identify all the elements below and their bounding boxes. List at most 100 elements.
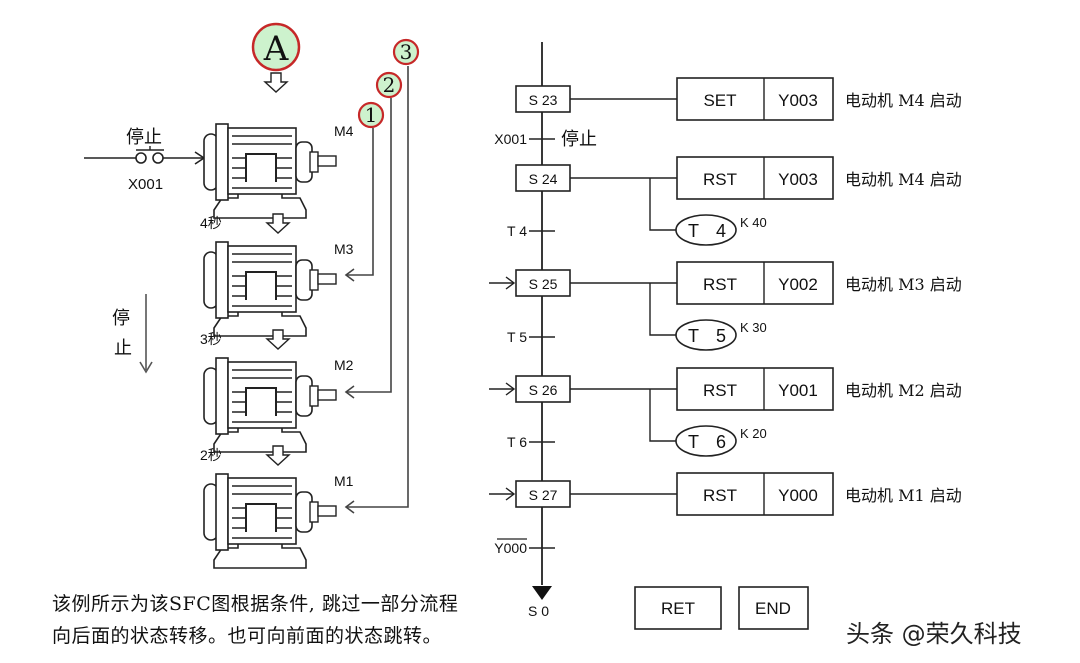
action-instruction: RST: [703, 381, 737, 400]
action-instruction: RST: [703, 275, 737, 294]
timer-coil: [675, 425, 737, 457]
step-id: S 27: [529, 487, 558, 503]
timer-number: 4: [716, 221, 726, 241]
ret-label: RET: [661, 599, 695, 618]
action-instruction: RST: [703, 170, 737, 189]
motor-m2: M2 3秒: [200, 329, 354, 453]
timer-name: T: [688, 432, 699, 452]
action-operand: Y002: [778, 275, 818, 294]
motor-icon: [203, 357, 337, 453]
stop-direction-char-2: 止: [114, 338, 132, 359]
motor-label: M2: [334, 357, 354, 373]
down-arrow-icon: [264, 72, 288, 93]
badge-a: A: [251, 22, 301, 72]
motor-icon: [203, 241, 337, 337]
sfc-transition: T 6: [507, 434, 555, 450]
sfc-step-s23: S 23 SET Y003 电动机 M4 启动: [515, 77, 962, 121]
transition-condition: X001: [494, 131, 527, 147]
transition-condition: Y000: [494, 540, 527, 556]
motor-delay-label: 4秒: [200, 215, 222, 231]
motor-label: M4: [334, 123, 354, 139]
timer-number: 5: [716, 326, 726, 346]
action-comment: 电动机 M4 启动: [845, 91, 962, 110]
jump-lines: [344, 66, 409, 514]
sfc-transition: T 4: [507, 223, 555, 239]
stop-direction: 停 止: [112, 294, 153, 374]
timer-preset: K 20: [740, 426, 767, 441]
timer-name: T: [688, 221, 699, 241]
step-box: [515, 375, 571, 403]
stop-switch: 停止 X001: [84, 127, 206, 193]
jump-in-arrow-icon: [505, 487, 516, 501]
action-operand: Y001: [778, 381, 818, 400]
stop-switch-label: 停止: [126, 127, 162, 148]
action-comment: 电动机 M3 启动: [845, 275, 962, 294]
jump-marker-3: 3: [392, 38, 420, 66]
end-label: END: [755, 599, 791, 618]
motor-delay-label: 2秒: [200, 447, 222, 463]
action-block: [676, 156, 834, 200]
action-instruction: SET: [703, 91, 736, 110]
end-block: END: [738, 586, 809, 630]
motor-icon: [203, 123, 337, 219]
motor-m3: M3 4秒: [200, 213, 354, 337]
sfc-end-target: S 0: [528, 603, 549, 619]
jump-marker-label: 2: [383, 73, 396, 97]
badge-a-label: A: [263, 29, 289, 69]
action-operand: Y003: [778, 170, 818, 189]
timer-number: 6: [716, 432, 726, 452]
action-comment: 电动机 M2 启动: [845, 381, 962, 400]
timer-coil: [675, 319, 737, 351]
transition-note: 停止: [561, 129, 597, 150]
transition-condition: T 4: [507, 223, 527, 239]
transition-condition: T 5: [507, 329, 527, 345]
motor-m4: M4: [203, 123, 354, 219]
action-comment: 电动机 M4 启动: [845, 170, 962, 189]
action-block: [676, 367, 834, 411]
timer-coil: [675, 214, 737, 246]
sfc-diagram: S 23 SET Y003 电动机 M4 启动 S 24 RST Y003 电动机 M4 启动…: [489, 77, 962, 556]
jump-arrow-icon: [532, 586, 552, 600]
jump-markers: 123: [357, 38, 420, 129]
timer-preset: K 30: [740, 320, 767, 335]
motor-delay-label: 3秒: [200, 331, 222, 347]
action-comment: 电动机 M1 启动: [845, 486, 962, 505]
jump-marker-label: 1: [365, 103, 378, 127]
step-id: S 26: [529, 382, 558, 398]
caption: 该例所示为该SFC图根据条件, 跳过一部分流程 向后面的状态转移。也可向前面的状…: [52, 588, 458, 652]
step-box: [515, 164, 571, 192]
jump-in-arrow-icon: [505, 276, 516, 290]
watermark: 头条 @荣久科技: [846, 620, 1022, 648]
action-instruction: RST: [703, 486, 737, 505]
action-operand: Y003: [778, 91, 818, 110]
sfc-transition: T 5: [507, 329, 555, 345]
stop-switch-input: X001: [128, 176, 163, 193]
jump-marker-label: 3: [400, 40, 413, 64]
timer-preset: K 40: [740, 215, 767, 230]
sfc-transition: X001 停止: [494, 129, 597, 150]
transition-condition: T 6: [507, 434, 527, 450]
motor-label: M3: [334, 241, 354, 257]
action-block: [676, 472, 834, 516]
caption-line-2: 向后面的状态转移。也可向前面的状态跳转。: [52, 625, 443, 647]
motor-icon: [203, 473, 337, 569]
action-block: [676, 77, 834, 121]
timer-name: T: [688, 326, 699, 346]
stop-direction-char-1: 停: [112, 308, 130, 329]
jump-in-arrow-icon: [505, 382, 516, 396]
caption-line-1: 该例所示为该SFC图根据条件, 跳过一部分流程: [52, 593, 459, 615]
jump-marker-2: 2: [375, 71, 403, 99]
step-id: S 23: [529, 92, 558, 108]
action-block: [676, 261, 834, 305]
jump-marker-1: 1: [357, 101, 385, 129]
sfc-transition: Y000: [494, 538, 555, 556]
step-id: S 25: [529, 276, 558, 292]
step-id: S 24: [529, 171, 558, 187]
